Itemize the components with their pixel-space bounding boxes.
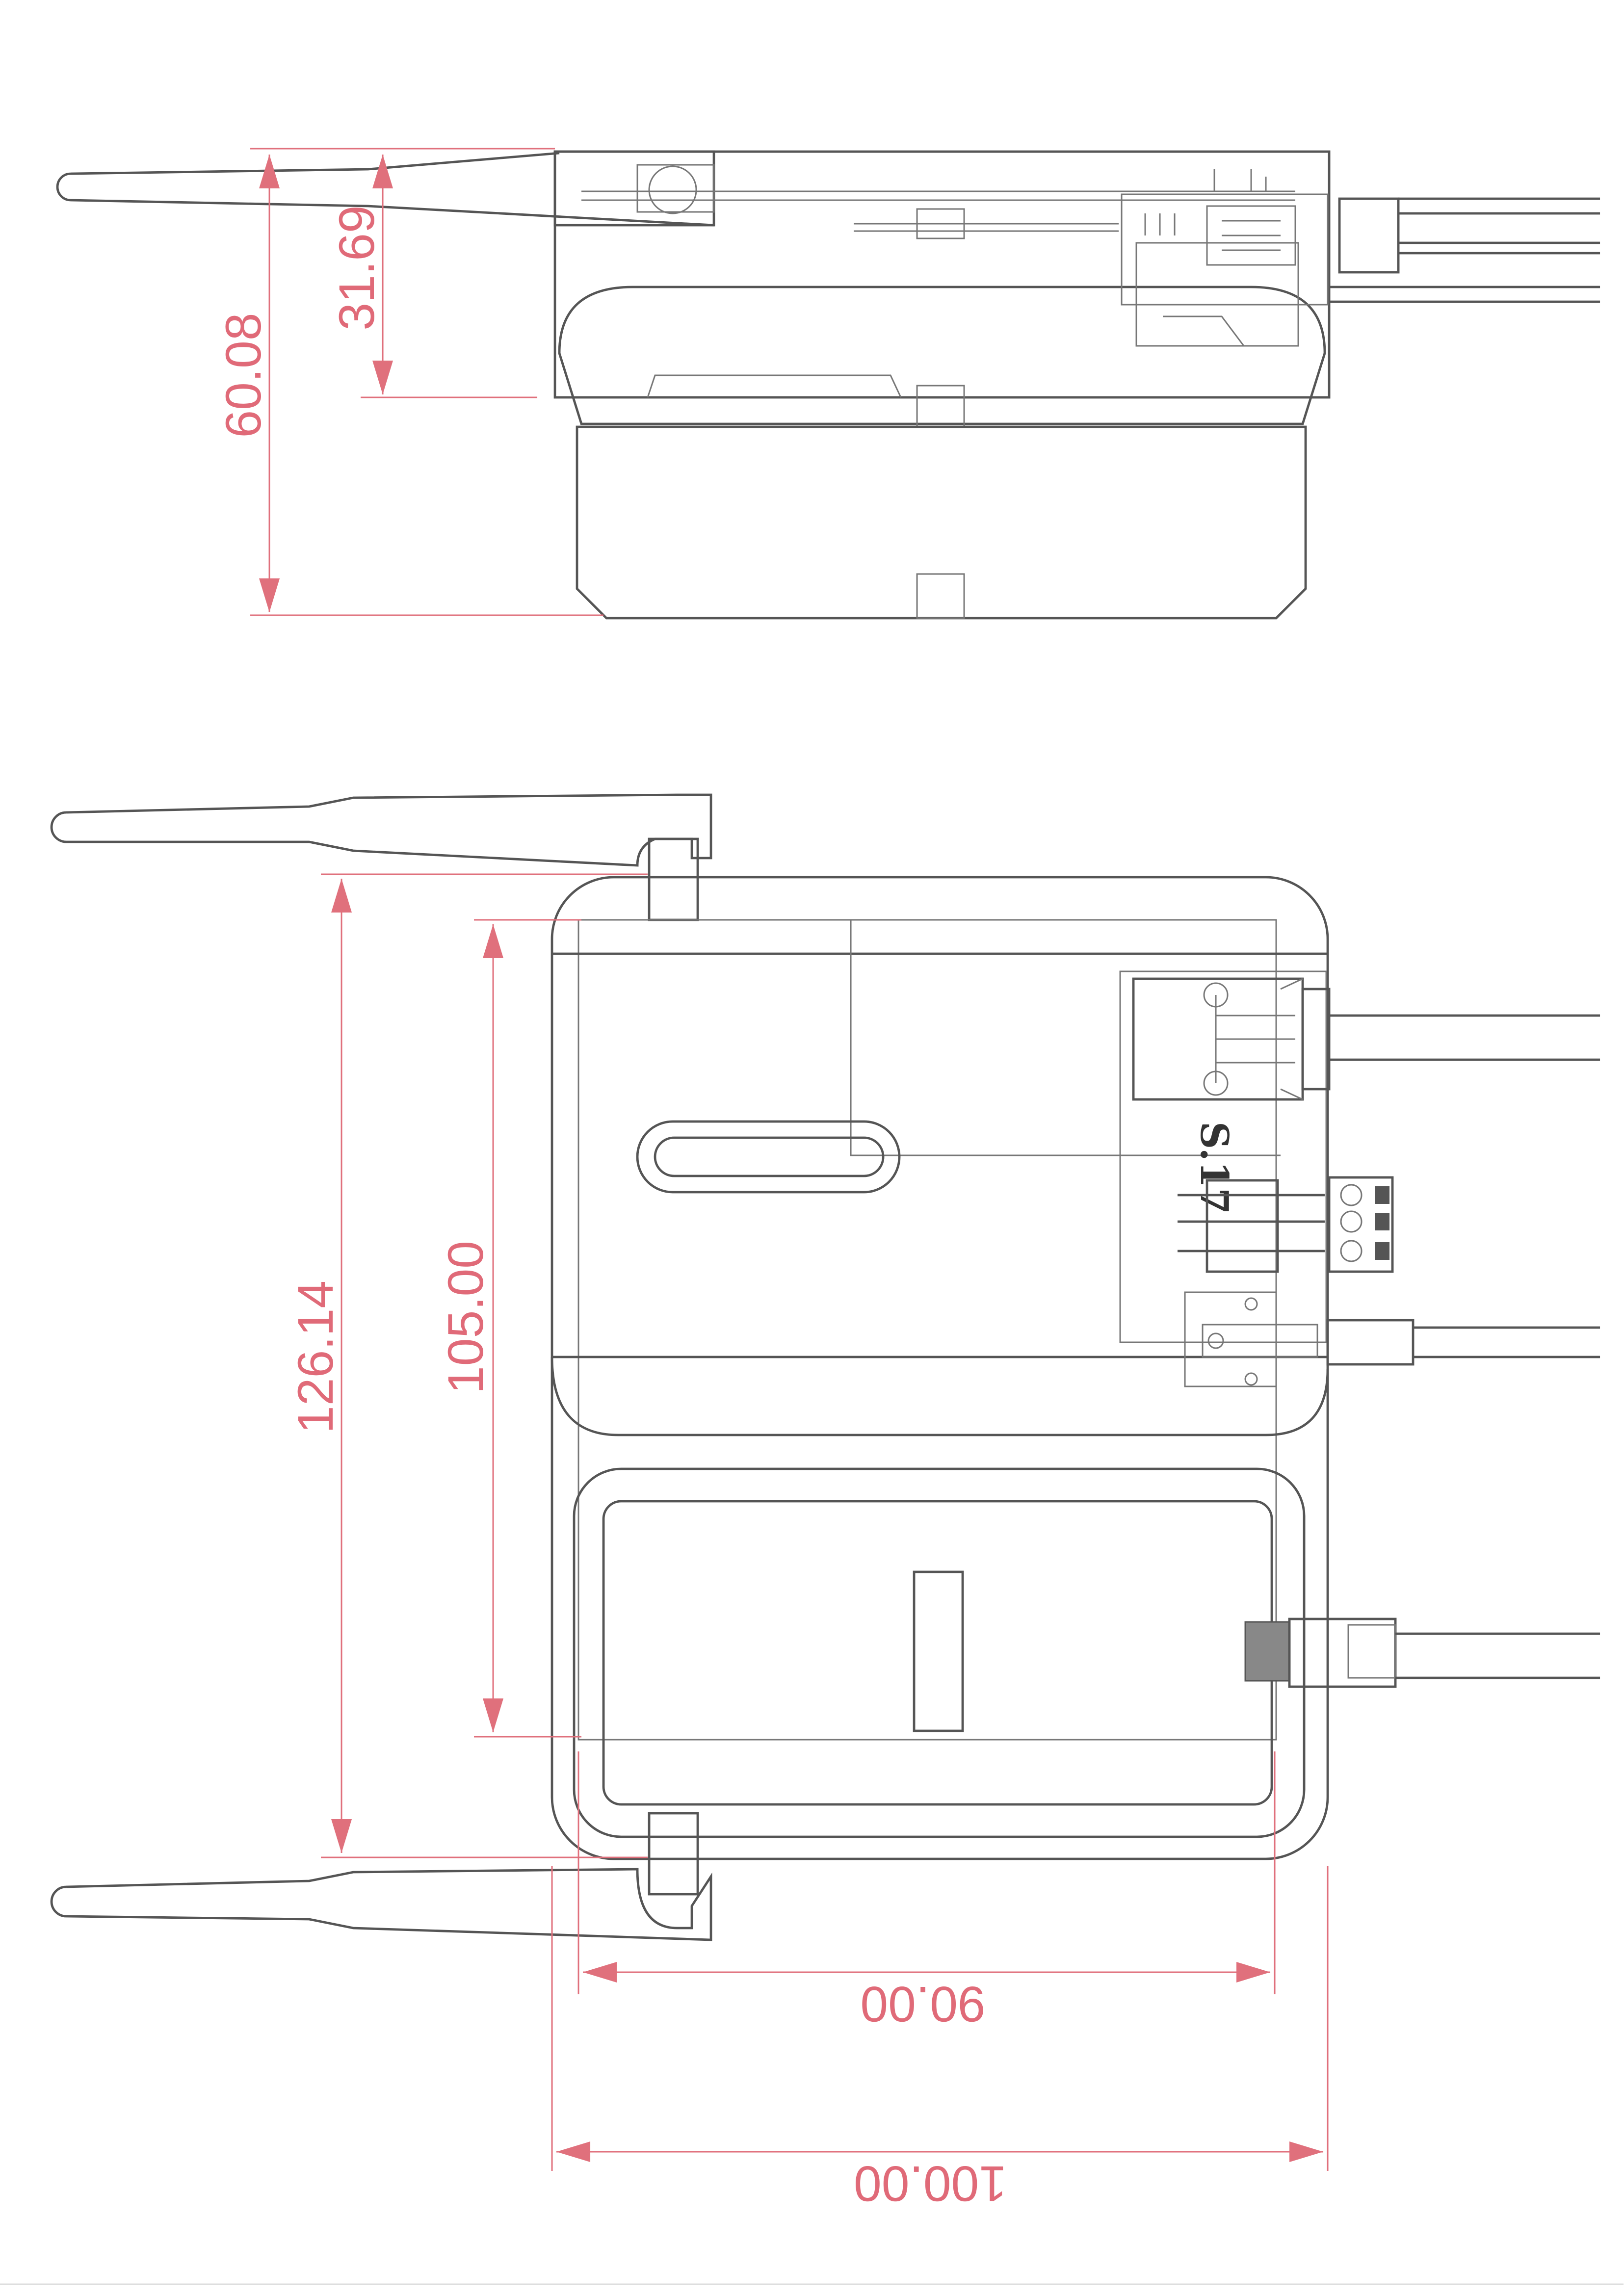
cables-side (1329, 197, 1600, 303)
terminal-block[interactable] (1178, 1176, 1394, 1273)
dimension-60-08: 60.08 (215, 313, 271, 438)
dimension-100-00: 100.00 (854, 2156, 1007, 2212)
dimension-31-69: 31.69 (329, 205, 385, 330)
dimension-90-00: 90.00 (860, 1976, 985, 2032)
power-connector[interactable] (1184, 1291, 1600, 1387)
antenna-hinge (553, 150, 715, 227)
dimension-126-14: 126.14 (288, 1280, 343, 1434)
top-view: S.17 126.14 105.00 (50, 793, 1600, 2212)
antenna-bottom (50, 1868, 712, 1941)
antenna-top (50, 793, 712, 867)
antenna-side (56, 152, 714, 227)
housing-outline-top (550, 876, 1329, 1860)
battery-compartment (573, 1467, 1306, 1838)
dc-jack[interactable] (1244, 1618, 1600, 1688)
label-window (913, 1570, 964, 1732)
connector-block-side (1121, 169, 1400, 347)
part-label: S.17 (1192, 1122, 1236, 1214)
housing-rounded-side (558, 286, 1326, 425)
slot[interactable] (636, 1120, 901, 1194)
side-view: 60.08 31.69 (56, 148, 1600, 620)
battery-cover-side (576, 425, 1307, 620)
dimension-105-00: 105.00 (438, 1241, 494, 1394)
hinge-circle (648, 165, 697, 214)
housing-top-side (553, 150, 1331, 399)
